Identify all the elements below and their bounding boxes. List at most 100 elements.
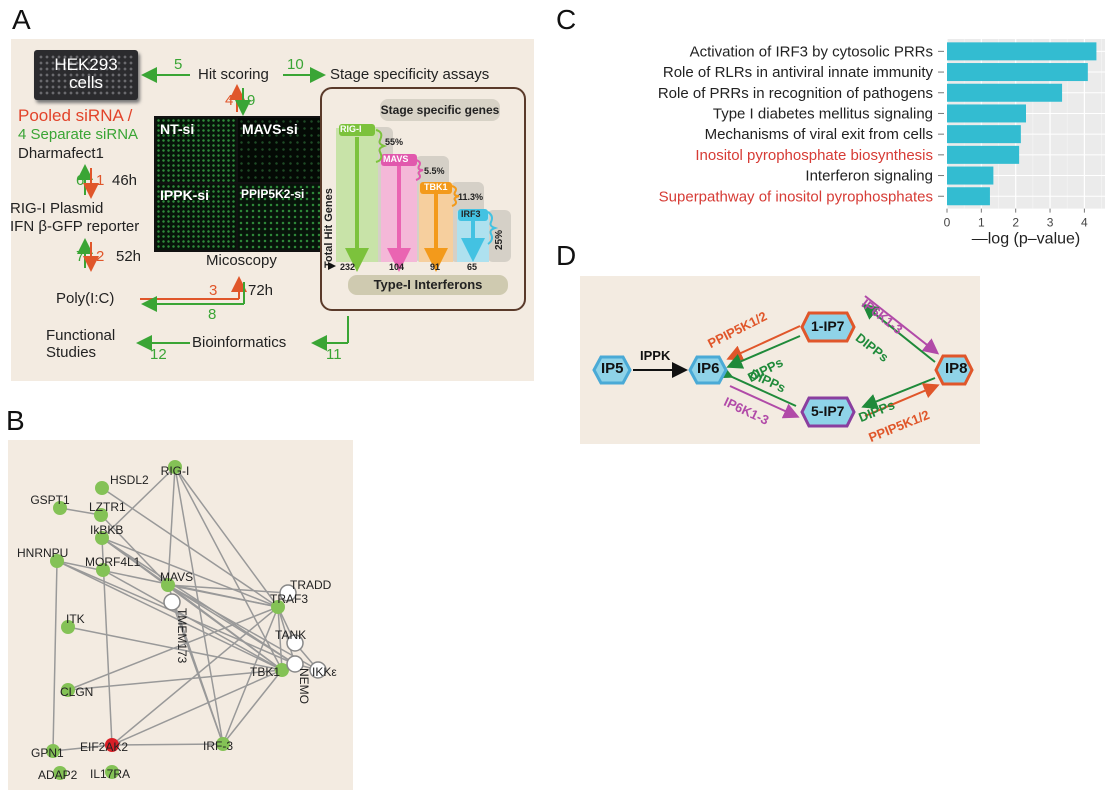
network-node <box>50 554 64 568</box>
mavs-si-label: MAVS-si <box>242 121 298 137</box>
node-label: HNRNPU <box>17 546 68 560</box>
step-9: 9 <box>247 92 256 109</box>
step-8: 8 <box>208 306 217 323</box>
separate-sirna-label: 4 Separate siRNA <box>18 126 139 143</box>
bar-label-mavs: MAVS <box>383 154 409 164</box>
bar-pct-irf3: 25% <box>494 229 505 250</box>
network-node <box>271 600 285 614</box>
bar <box>947 125 1021 144</box>
hek293-plate-icon: HEK293 cells <box>34 50 138 100</box>
bar <box>947 42 1097 61</box>
node-label: MAVS <box>160 570 193 584</box>
node-label: IRF-3 <box>203 739 233 753</box>
polyic-label: Poly(I:C) <box>56 290 115 307</box>
bar <box>947 187 990 206</box>
stage-assays-label: Stage specificity assays <box>330 66 490 83</box>
network-node <box>105 738 119 752</box>
type1-ifn-footer: Type-I Interferons <box>348 275 508 295</box>
ppip5k2-si-image: PPIP5K2-si <box>238 184 320 250</box>
node-label: TRADD <box>290 578 332 592</box>
step-2: 2 <box>96 248 105 265</box>
network-node <box>275 663 289 677</box>
network-edge <box>101 466 176 539</box>
network-node <box>309 661 327 679</box>
network-edge <box>52 744 113 752</box>
network-edge <box>167 466 176 586</box>
y-tick-label: Type I diabetes mellitus signaling <box>713 105 933 122</box>
stage-bars <box>336 124 511 272</box>
bar-count-irf3: 65 <box>467 262 478 272</box>
network-edge <box>101 487 279 608</box>
node-label: TMEM173 <box>175 608 189 664</box>
time-46h: 46h <box>112 172 138 189</box>
bar <box>947 145 1020 164</box>
node-label: MORF4L1 <box>85 555 141 569</box>
network-edge <box>111 606 279 746</box>
step-1: 1 <box>96 172 105 189</box>
ippk-si-label: IPPK-si <box>160 187 210 203</box>
bar-label-rig-i: RIG-I <box>340 124 362 134</box>
node-label: IL17RA <box>90 767 130 781</box>
bar-pct-tbk1: 11.3% <box>458 192 484 202</box>
panel-label-c: C <box>556 4 577 35</box>
node-ip8: IP8 <box>945 360 968 377</box>
node-ip6: IP6 <box>697 360 720 377</box>
bar-count-rig-i: 232 <box>340 262 356 272</box>
network-node <box>168 460 182 474</box>
microscopy-label: Micoscopy <box>206 252 277 269</box>
network-edge <box>56 560 283 671</box>
bar-count-mavs: 104 <box>389 262 405 272</box>
y-tick-label: Superpathway of inositol pyrophosphates <box>659 188 933 205</box>
y-tick-label: Role of PRRs in recognition of pathogens <box>658 85 933 102</box>
node-label: ITK <box>66 612 85 626</box>
bar <box>947 104 1026 123</box>
bar <box>947 63 1088 82</box>
inositol-pathway-diagram <box>592 295 974 428</box>
dharmafect-label: Dharmafect1 <box>18 145 104 162</box>
network-edge <box>277 606 283 671</box>
reporter-label: IFN β-GFP reporter <box>10 218 140 235</box>
step-4: 4 <box>225 92 234 109</box>
step-5: 5 <box>174 56 183 73</box>
network-node <box>286 655 304 673</box>
bioinformatics-label: Bioinformatics <box>192 334 287 351</box>
network-edge <box>277 606 296 665</box>
node-5-ip7: 5-IP7 <box>811 403 845 419</box>
panel-label-a: A <box>12 4 31 35</box>
y-tick-label: Inositol pyrophosphate biosynthesis <box>695 147 933 164</box>
node-label: ADAP2 <box>38 768 78 782</box>
step-11: 11 <box>326 346 342 363</box>
network-node <box>279 584 297 602</box>
time-72h: 72h <box>248 282 274 299</box>
bar-pct-mavs: 5.5% <box>424 166 445 176</box>
step-7: 7 <box>76 248 85 265</box>
node-ip5: IP5 <box>601 360 624 377</box>
functional-line-1: Functional <box>46 327 116 344</box>
y-tick-label: Mechanisms of viral exit from cells <box>705 126 933 143</box>
x-axis-label: —log (p–value) <box>972 231 1081 248</box>
step-6: 6 <box>76 172 85 189</box>
network-node <box>61 683 75 697</box>
panel-d-pathway <box>580 276 980 444</box>
nt-si-label: NT-si <box>160 121 195 137</box>
network-node <box>161 578 175 592</box>
network-edge <box>167 584 296 665</box>
node-1-ip7: 1-IP7 <box>811 318 845 334</box>
y-tick-label: Role of RLRs in antiviral innate immunit… <box>663 64 934 81</box>
network-node <box>95 531 109 545</box>
panel-label-b: B <box>6 405 25 436</box>
x-tick-label: 2 <box>1012 216 1019 230</box>
network-node <box>53 766 67 780</box>
x-tick-label: 4 <box>1081 216 1088 230</box>
bar-count-tbk1: 91 <box>430 262 441 272</box>
hit-scoring-label: Hit scoring <box>198 66 269 83</box>
network-edge <box>52 560 58 752</box>
network-edge <box>102 569 283 671</box>
functional-studies-label: Functional Studies <box>46 327 115 361</box>
enzyme-ippk: IPPK <box>640 348 671 363</box>
network-edge <box>222 669 283 745</box>
node-label: NEMO <box>297 668 311 704</box>
microscopy-image-grid: NT-si MAVS-si IPPK-si PPIP5K2-si <box>154 116 322 252</box>
pooled-sirna-label: Pooled siRNA / <box>18 106 133 125</box>
